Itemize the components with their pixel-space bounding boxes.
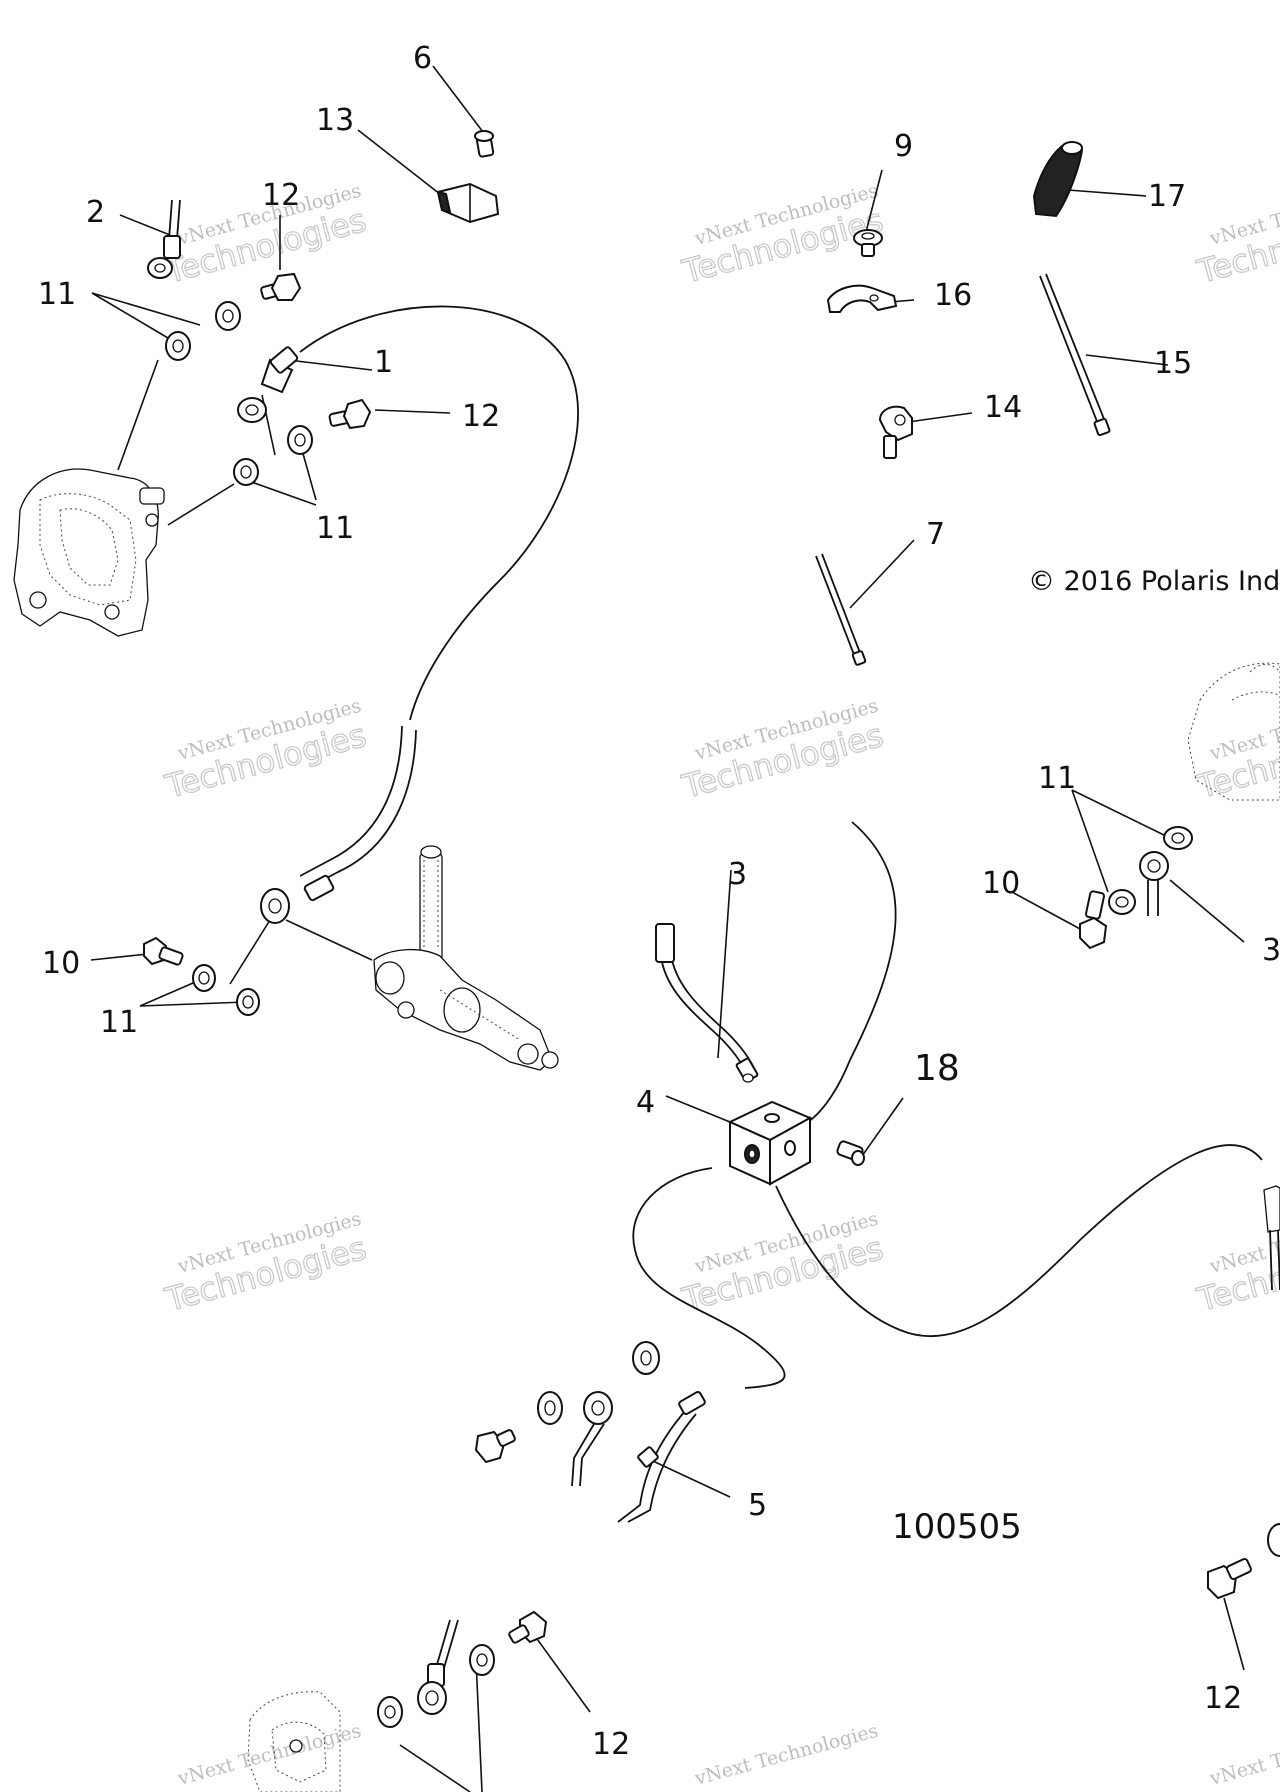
bolt-part-10-left	[143, 936, 184, 966]
bottom-center-fittings	[474, 1341, 660, 1487]
brake-line-3-b	[671, 959, 755, 1069]
callout-7: 7	[926, 517, 945, 552]
line-5-fitting	[637, 1391, 706, 1468]
watermark: vNext Technologies Technologies	[1192, 1208, 1280, 1320]
watermark: vNext Technologies Technologies	[160, 1208, 371, 1320]
brake-hose-front-armor	[299, 725, 403, 877]
watermark-line1: vNext Technologies	[692, 1720, 881, 1790]
clamp-part-16	[826, 284, 898, 313]
callout-11-b: 11	[316, 511, 354, 546]
pin-part-6	[474, 130, 495, 158]
rear-brake-caliper-bottom-left	[247, 1691, 341, 1792]
junction-block-part-4	[727, 1100, 813, 1186]
brake-hose-rear	[775, 1144, 1263, 1338]
rear-brake-caliper-right-fragment	[1187, 662, 1280, 801]
watermark: vNext Technologies Technologies	[1192, 180, 1280, 292]
brake-hose-block-left	[632, 1167, 786, 1389]
callout-10-a: 10	[42, 946, 80, 981]
copyright-notice: © 2016 Polaris Indu	[1028, 566, 1280, 597]
fitting-part-14	[878, 405, 913, 459]
callout-3-b: 3	[1262, 933, 1280, 968]
callout-12-d: 12	[1204, 1681, 1242, 1716]
callout-12-b: 12	[462, 399, 500, 434]
bolt-part-10-right	[1079, 890, 1108, 950]
front-brake-caliper	[13, 468, 165, 637]
callout-10-b: 10	[982, 866, 1020, 901]
washer-part-11-b	[233, 425, 313, 486]
callout-11-d: 11	[100, 1005, 138, 1040]
leader-lines	[90, 65, 1245, 1792]
callout-2: 2	[86, 195, 105, 230]
cable-tie-part-15	[1039, 273, 1111, 437]
callout-11-c: 11	[1038, 761, 1076, 796]
brake-hoses	[299, 305, 1263, 1523]
callout-1: 1	[374, 345, 393, 380]
watermark-line1: vNext Technologies	[175, 1720, 364, 1790]
banjo-fitting-part-3-right	[1139, 851, 1169, 916]
callout-labels: 6 13 2 12 11 1 12 11 9 17 16 15 14 7 11 …	[38, 41, 1280, 1762]
brake-hose-block-top	[807, 821, 897, 1123]
screw-part-9	[853, 229, 883, 257]
bracket-part-13	[436, 182, 500, 224]
bleeder-screw-part-18	[836, 1140, 865, 1166]
callout-5: 5	[748, 1488, 767, 1523]
callout-6: 6	[413, 41, 432, 76]
callout-12-c: 12	[592, 1727, 630, 1762]
washer-part-11-a	[165, 301, 241, 361]
watermark: vNext Technologies	[175, 1720, 364, 1790]
callout-16: 16	[934, 278, 972, 313]
banjo-fitting-master	[260, 874, 335, 924]
callout-12-a: 12	[262, 178, 300, 213]
callout-11-a: 11	[38, 277, 76, 312]
master-cylinder	[373, 845, 559, 1071]
banjo-fitting-part-2	[147, 199, 181, 279]
brake-line-3	[661, 961, 747, 1073]
callout-14: 14	[984, 390, 1022, 425]
callout-9: 9	[894, 129, 913, 164]
brake-hose-front-armor-b	[303, 729, 417, 891]
line-3-fittings	[655, 923, 759, 1083]
watermark: vNext Technologies Technologies	[160, 695, 371, 807]
brake-hose-front	[299, 305, 579, 721]
callout-17: 17	[1148, 179, 1186, 214]
bolt-part-12-b	[328, 398, 372, 430]
callout-13: 13	[316, 103, 354, 138]
washer-part-11-left	[192, 964, 260, 1016]
watermark: vNext Technologies Technologies	[677, 1208, 888, 1320]
watermark: vNext Technologies	[692, 1720, 881, 1790]
diagram-id: 100505	[892, 1507, 1022, 1547]
washer-part-11-right	[1108, 826, 1193, 915]
callout-15: 15	[1154, 346, 1192, 381]
watermark: vNext Technologies Technologies	[677, 695, 888, 807]
bottom-left-fittings	[377, 1610, 548, 1728]
watermark-line1: vNext Technologies	[1207, 1720, 1280, 1790]
watermark-group: vNext Technologies Technologies vNext Te…	[160, 180, 1280, 1790]
callout-18: 18	[914, 1048, 960, 1089]
bolt-part-12-a	[260, 272, 302, 301]
sleeve-part-17	[1032, 141, 1084, 218]
callout-3-a: 3	[728, 857, 747, 892]
banjo-fitting-part-1	[237, 346, 299, 423]
cable-tie-part-7	[815, 553, 867, 666]
watermark: vNext Technologies	[1207, 1720, 1280, 1790]
bottom-right-fittings	[1207, 1185, 1280, 1600]
brake-line-5	[617, 1409, 687, 1523]
callout-4: 4	[636, 1085, 655, 1120]
parts	[13, 130, 1280, 1792]
watermark: vNext Technologies Technologies	[1192, 695, 1280, 807]
